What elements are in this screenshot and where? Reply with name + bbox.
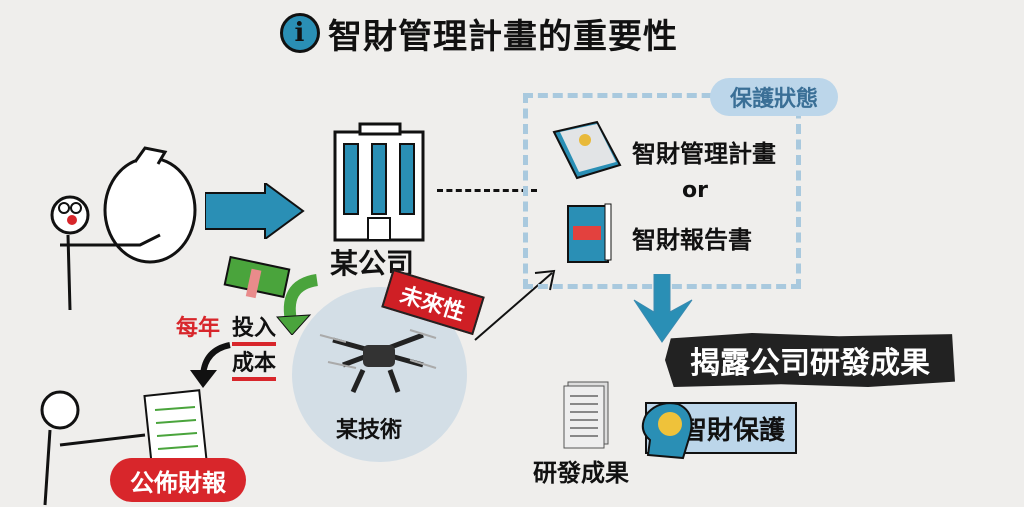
disclose-banner: 揭露公司研發成果 xyxy=(665,333,955,387)
dashed-connector xyxy=(437,189,537,192)
plan-binder-icon xyxy=(552,120,622,180)
drone-icon xyxy=(319,329,437,394)
technology-label: 某技術 xyxy=(336,418,403,443)
report-folder-icon xyxy=(567,203,612,263)
ip-plan-label: 智財管理計畫 xyxy=(632,140,776,168)
protection-status-tag: 保護狀態 xyxy=(710,78,838,116)
document-stack-icon xyxy=(563,381,609,449)
rd-results-label: 研發成果 xyxy=(533,459,629,487)
ip-report-label: 智財報告書 xyxy=(632,226,752,254)
title-text: 智財管理計畫的重要性 xyxy=(328,16,678,57)
page-title: i 智財管理計畫的重要性 xyxy=(280,8,678,58)
info-icon: i xyxy=(280,13,320,53)
yearly-label: 每年 xyxy=(176,316,221,341)
arrow-right-icon xyxy=(205,183,305,239)
invest-label: 投入 xyxy=(232,310,277,346)
investor-illustration xyxy=(50,146,197,311)
arrow-down-icon xyxy=(633,274,693,343)
cost-label: 成本 xyxy=(232,345,277,381)
publish-report-badge: 公佈財報 xyxy=(110,458,246,502)
money-icon xyxy=(223,255,319,335)
head-lightbulb-icon xyxy=(641,402,693,460)
curved-arrow-icon xyxy=(190,342,231,388)
or-label: or xyxy=(682,178,708,203)
building-icon xyxy=(333,122,425,242)
ip-protection-label: 智財保護 xyxy=(680,415,785,446)
